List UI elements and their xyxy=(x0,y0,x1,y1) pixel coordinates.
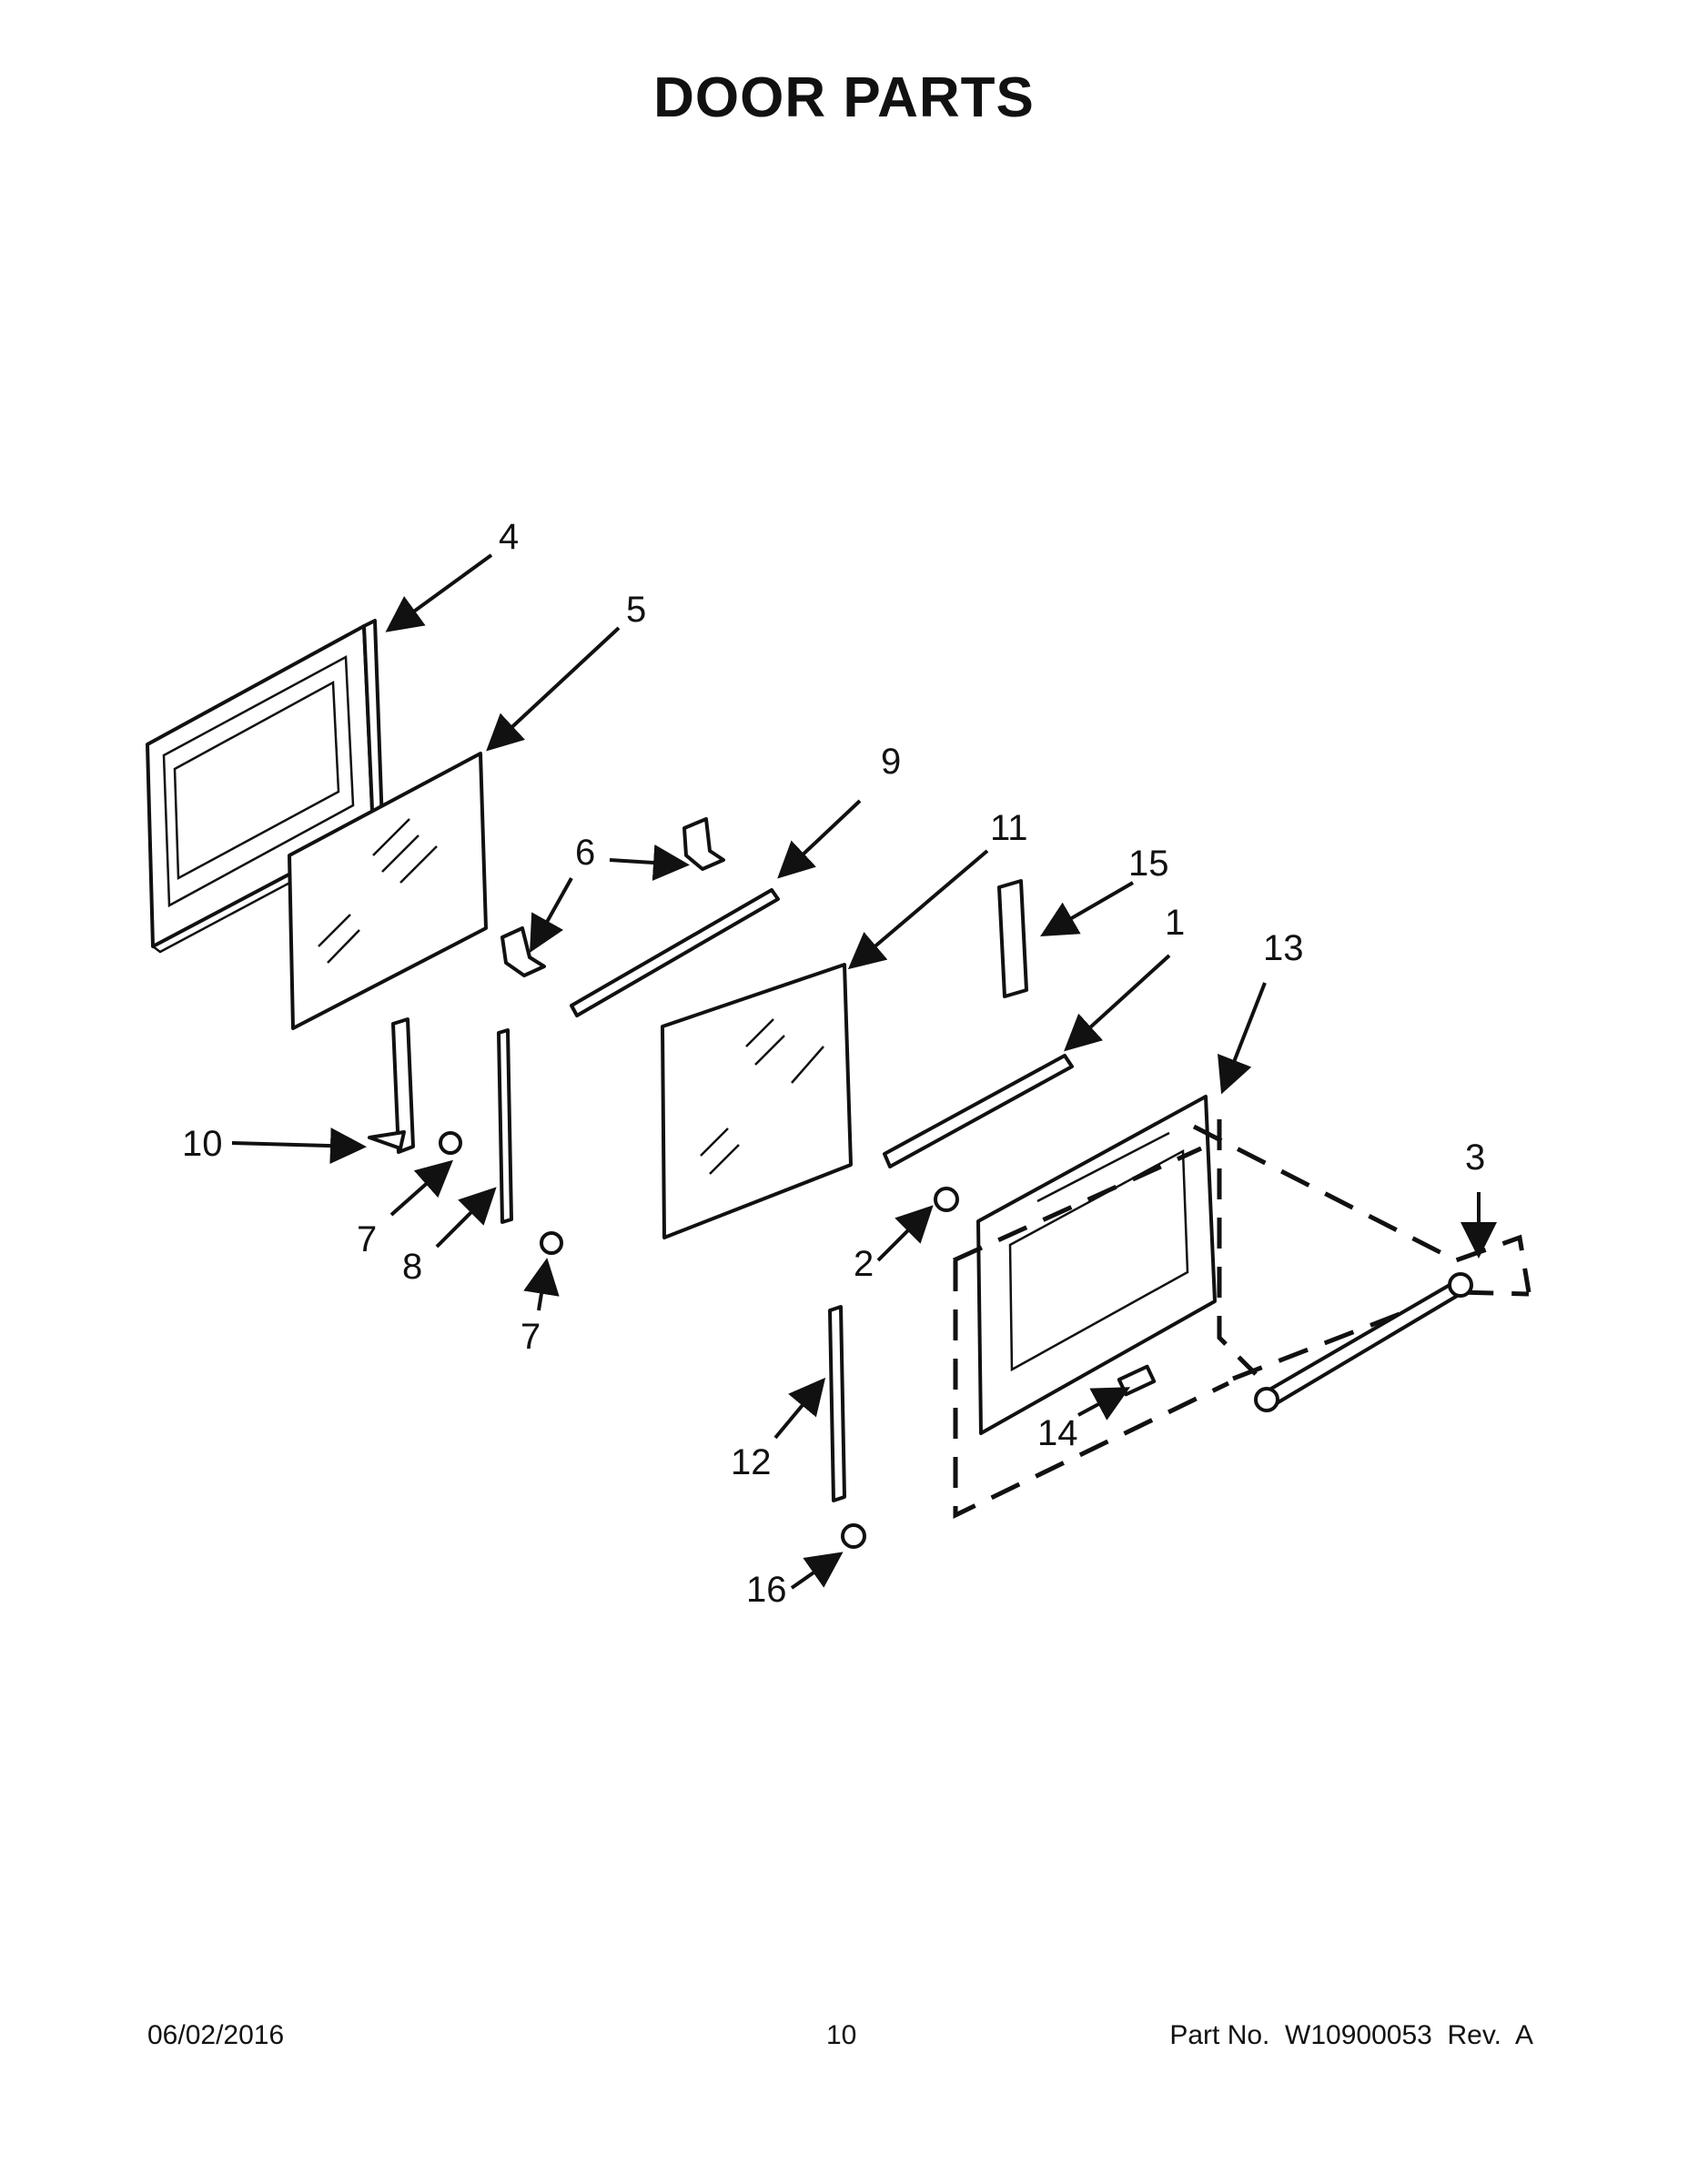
screw-icon xyxy=(934,1187,959,1212)
bracket-icon xyxy=(497,1028,513,1224)
badge-icon xyxy=(1117,1364,1157,1397)
screw-icon xyxy=(841,1523,866,1549)
clip-icon xyxy=(500,817,725,977)
callout-10: 10 xyxy=(182,1124,223,1164)
callout-7-upper: 7 xyxy=(357,1219,377,1259)
callout-15: 15 xyxy=(1128,844,1169,884)
callout-1: 1 xyxy=(1165,903,1185,943)
screw-icon xyxy=(540,1231,563,1255)
handle-dashed-outline xyxy=(1192,1124,1531,1381)
bracket-icon xyxy=(828,1305,846,1502)
footer-part-number: Part No. W10900053 Rev. A xyxy=(1169,2020,1533,2050)
callout-6: 6 xyxy=(575,833,595,873)
vent-strip-icon xyxy=(883,1054,1074,1168)
leader-lines xyxy=(231,553,1497,1590)
callout-4: 4 xyxy=(499,517,519,557)
callout-3: 3 xyxy=(1465,1138,1485,1178)
callout-8: 8 xyxy=(402,1247,422,1287)
callout-2: 2 xyxy=(854,1244,874,1284)
assembly-dashed-outline xyxy=(952,1119,1258,1519)
callout-9: 9 xyxy=(881,742,901,782)
handle-icon xyxy=(1254,1272,1473,1412)
callout-11: 11 xyxy=(990,808,1028,848)
callout-5: 5 xyxy=(626,590,646,630)
page-title: DOOR PARTS xyxy=(653,66,1035,129)
door-panel-icon xyxy=(976,1095,1217,1435)
hinge-icon xyxy=(368,1017,415,1154)
trim-strip-icon xyxy=(570,888,780,1017)
footer-date: 06/02/2016 xyxy=(147,2020,285,2050)
callout-7-lower: 7 xyxy=(521,1317,541,1357)
screw-icon xyxy=(439,1131,462,1155)
callout-12: 12 xyxy=(731,1442,772,1482)
callout-13: 13 xyxy=(1263,928,1304,968)
spacer-icon xyxy=(997,879,1028,998)
callout-14: 14 xyxy=(1037,1413,1078,1453)
footer-page-number: 10 xyxy=(826,2020,857,2050)
callout-16: 16 xyxy=(746,1570,787,1610)
glass-panel-icon xyxy=(288,752,488,1030)
door-glass-icon xyxy=(661,963,853,1239)
